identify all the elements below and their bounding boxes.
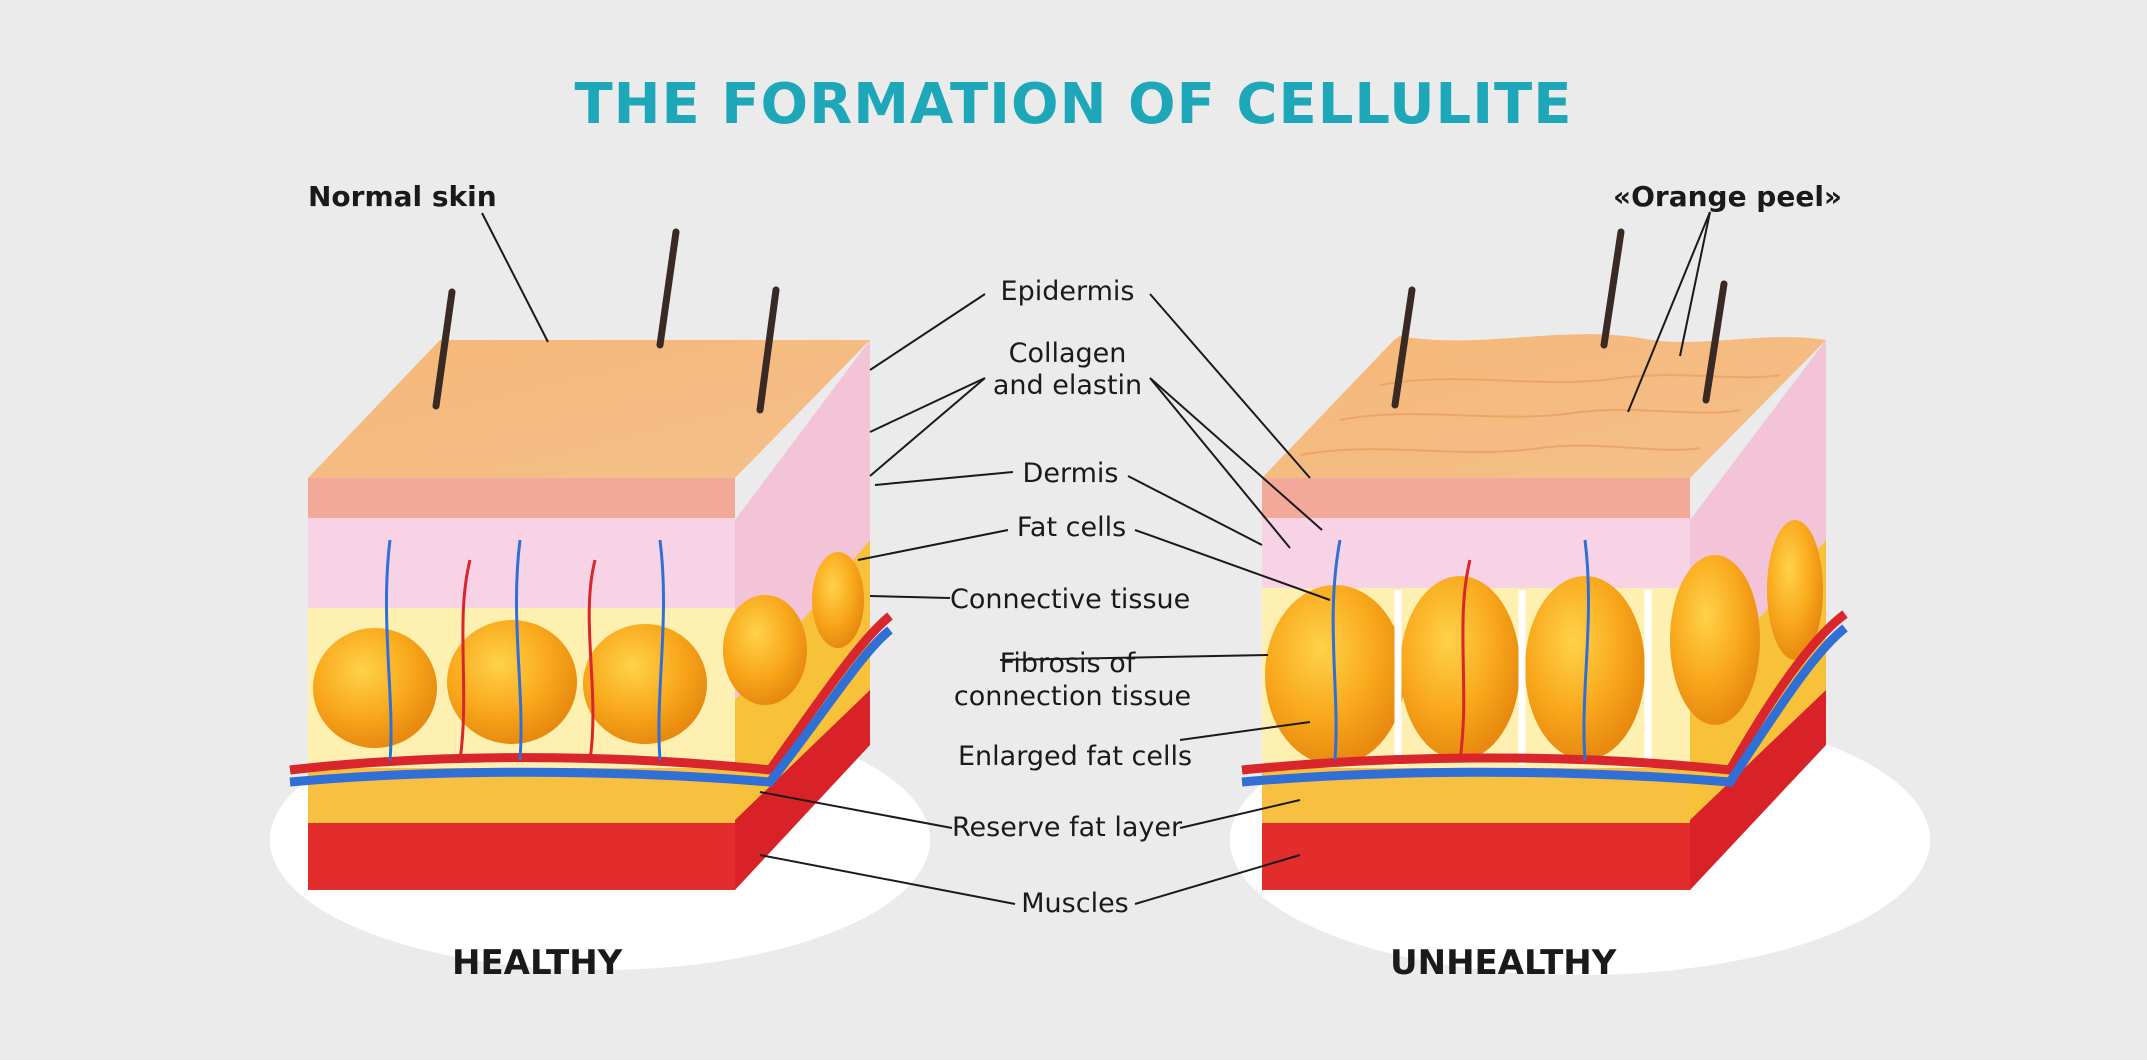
left-epidermis: [308, 478, 735, 518]
left-artery: [289, 612, 893, 775]
right-muscle: [1262, 823, 1690, 890]
left-vein: [289, 626, 893, 787]
label-epidermis: Epidermis: [1000, 276, 1135, 307]
label-enlarged-fat-cells: Enlarged fat cells: [958, 741, 1193, 772]
label-fibrosis-line-1: Fibrosis of: [999, 648, 1136, 679]
right-vein: [1241, 624, 1848, 787]
label-collagen-line-1: Collagen: [1008, 338, 1127, 369]
leader-lines: [481, 211, 1711, 905]
label-collagen-line-2: and elastin: [992, 370, 1143, 401]
orange-peel-label: «Orange peel»: [1613, 180, 1843, 213]
label-fat-cells: Fat cells: [1016, 512, 1127, 543]
left-dermis: [308, 518, 735, 608]
unhealthy-caption: UNHEALTHY: [1390, 943, 1617, 983]
right-epidermis: [1262, 478, 1690, 518]
left-top-surface: [308, 340, 870, 478]
left-muscle: [308, 823, 735, 890]
label-connective-tissue: Connective tissue: [950, 584, 1191, 615]
label-fibrosis-line-2: connection tissue: [953, 681, 1192, 712]
normal-skin-label: Normal skin: [308, 180, 497, 213]
unhealthy-skin-block: [1241, 228, 1848, 890]
label-reserve-fat-layer: Reserve fat layer: [952, 812, 1183, 843]
left-fat-cells: [313, 552, 864, 748]
right-dermis: [1262, 518, 1690, 588]
label-dermis: Dermis: [1022, 458, 1119, 489]
label-muscles: Muscles: [1021, 888, 1129, 919]
right-artery: [1241, 610, 1848, 775]
diagram-title: THE FORMATION OF CELLULITE: [574, 72, 1573, 137]
healthy-skin-block: [289, 228, 893, 890]
healthy-caption: HEALTHY: [452, 943, 623, 983]
